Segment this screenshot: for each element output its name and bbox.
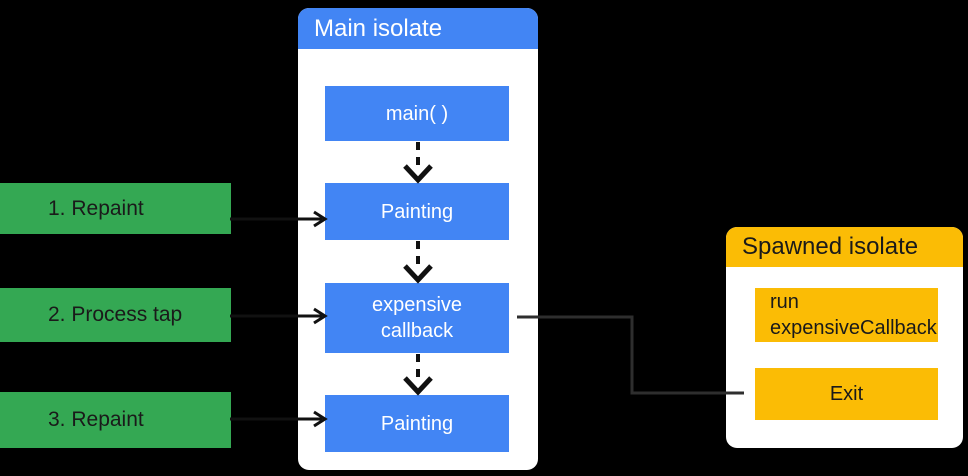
- node-painting-first: Painting: [325, 183, 509, 240]
- node-exit: Exit: [755, 368, 938, 420]
- connector-callback-to-exit: [517, 315, 744, 395]
- main-isolate-header: Main isolate: [298, 8, 538, 49]
- step-label-process-tap: 2. Process tap: [0, 288, 231, 342]
- node-run-expensive-callback: run expensiveCallback: [755, 288, 938, 342]
- main-isolate-title: Main isolate: [314, 14, 443, 42]
- node-expensive-callback: expensive callback: [325, 283, 509, 353]
- spawned-isolate-title: Spawned isolate: [742, 233, 919, 260]
- spawned-isolate-header: Spawned isolate: [726, 227, 963, 267]
- main-isolate-panel: Main isolate main( ) Painting expensive …: [298, 8, 538, 470]
- step-label-repaint-1: 1. Repaint: [0, 183, 231, 234]
- spawned-isolate-panel: Spawned isolate run expensiveCallback Ex…: [726, 227, 963, 448]
- node-main-function: main( ): [325, 86, 509, 141]
- node-painting-second: Painting: [325, 395, 509, 452]
- step-label-repaint-3: 3. Repaint: [0, 392, 231, 448]
